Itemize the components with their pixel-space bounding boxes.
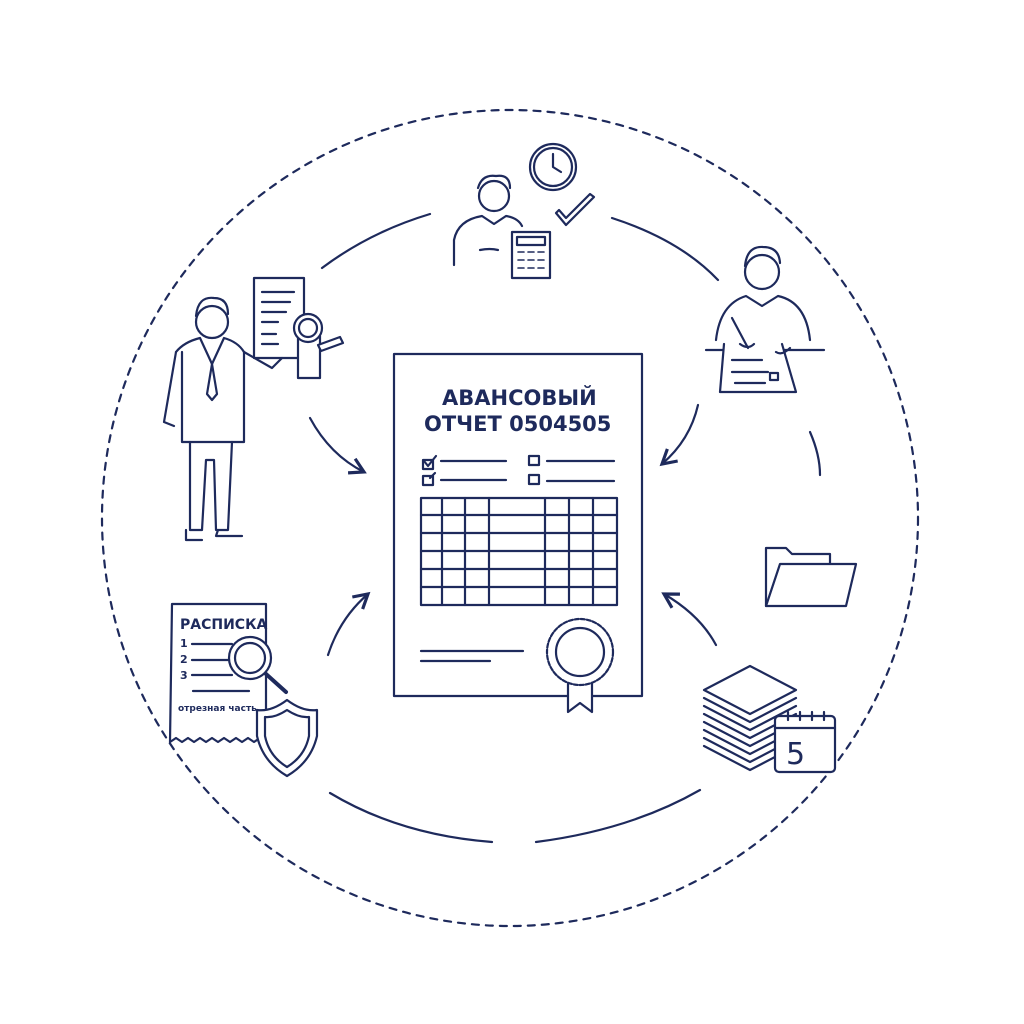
shield-icon	[255, 698, 319, 778]
receipt-title: РАСПИСКА	[180, 617, 268, 633]
document-title-line2: ОТЧЕТ 0504505	[424, 412, 611, 436]
document-title-line1: АВАНСОВЫЙ	[442, 385, 597, 410]
certificate-seal-icon	[545, 617, 615, 714]
advance-report-document: АВАНСОВЫЙ ОТЧЕТ 0504505	[392, 352, 644, 714]
folder-icon	[764, 546, 858, 608]
magnifier-icon	[227, 635, 288, 694]
cycle-arcs	[308, 212, 822, 844]
receipt-footer: отрезная часть	[178, 704, 257, 714]
receipt-item-2: 2	[180, 653, 188, 666]
receipt-item-1: 1	[180, 637, 188, 650]
businessman-presenting-icon	[162, 276, 345, 542]
calendar-icon: 5	[773, 710, 837, 774]
accountant-calculator-icon	[452, 174, 552, 280]
clock-icon	[528, 142, 578, 192]
receipt-item-3: 3	[180, 669, 188, 682]
calendar-day: 5	[786, 737, 805, 772]
outer-dashed-circle	[100, 108, 920, 928]
person-signing-icon	[704, 245, 826, 394]
document-table	[419, 496, 619, 607]
checkmark-icon	[554, 192, 596, 227]
paper-stack-icon	[702, 664, 798, 772]
